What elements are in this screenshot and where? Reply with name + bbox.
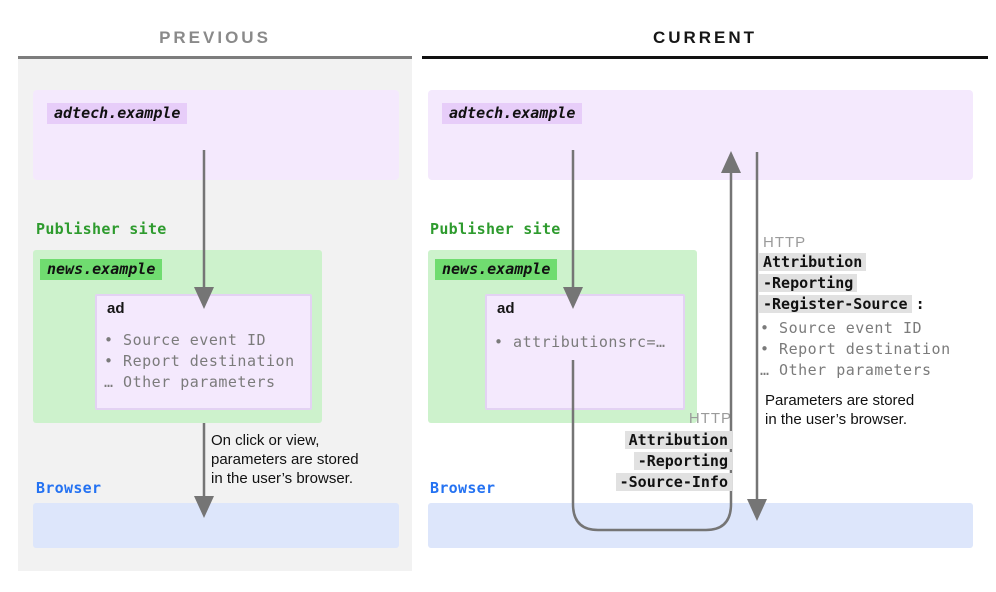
response-param-2: • Report destination <box>760 340 951 358</box>
current-ad-title: ad <box>497 300 515 317</box>
current-browser-label: Browser <box>430 479 496 497</box>
response-parameters: • Source event ID • Report destination …… <box>760 318 951 381</box>
response-header-chips: Attribution -Reporting -Register-Source … <box>759 252 925 315</box>
response-chip-reporting: -Reporting <box>759 274 858 292</box>
previous-storage-caption: On click or view, parameters are stored … <box>211 431 359 488</box>
response-header-colon: : <box>915 295 925 313</box>
current-title: CURRENT <box>652 28 758 47</box>
previous-caption-line-3: in the user’s browser. <box>211 470 354 487</box>
previous-browser-label: Browser <box>36 479 102 497</box>
previous-ad-parameters: • Source event ID • Report destination …… <box>104 330 295 393</box>
response-chip-register-source: -Register-Source <box>759 295 912 313</box>
request-header-chips: Attribution -Reporting -Source-Info <box>500 430 732 493</box>
previous-adtech-label: adtech.example <box>47 103 188 124</box>
previous-caption-line-2: parameters are stored <box>211 451 359 468</box>
current-ad-parameters: • attributionsrc=… <box>494 332 666 353</box>
previous-ad-param-1: • Source event ID <box>104 331 267 349</box>
current-title-rule <box>422 56 988 59</box>
previous-ad-param-2: • Report destination <box>104 352 295 370</box>
response-chip-line-1: Attribution <box>759 252 925 273</box>
request-chip-line-3: -Source-Info <box>500 472 732 493</box>
request-chip-reporting: -Reporting <box>633 452 732 470</box>
current-caption-line-1: Parameters are stored <box>765 392 915 409</box>
current-news-label: news.example <box>435 259 558 280</box>
previous-publisher-site-label: Publisher site <box>36 220 167 238</box>
response-chip-attribution: Attribution <box>759 253 867 271</box>
current-publisher-site-label: Publisher site <box>430 220 561 238</box>
response-http-protocol: HTTP <box>763 234 807 251</box>
current-browser-box <box>428 503 973 548</box>
previous-title-rule <box>18 56 412 59</box>
previous-browser-box <box>33 503 399 548</box>
request-chip-source-info: -Source-Info <box>615 473 732 491</box>
response-chip-line-3: -Register-Source : <box>759 294 925 315</box>
previous-news-label: news.example <box>40 259 163 280</box>
previous-ad-title: ad <box>107 300 125 317</box>
previous-caption-line-1: On click or view, <box>211 432 320 449</box>
previous-ad-param-3: … Other parameters <box>104 373 276 391</box>
current-storage-caption: Parameters are stored in the user’s brow… <box>765 391 914 429</box>
response-param-1: • Source event ID <box>760 319 923 337</box>
request-chip-line-2: -Reporting <box>500 451 732 472</box>
current-ad-param-1: • attributionsrc=… <box>494 333 666 351</box>
previous-ad-box <box>95 294 312 410</box>
response-chip-line-2: -Reporting <box>759 273 925 294</box>
current-caption-line-2: in the user’s browser. <box>765 411 908 428</box>
request-http-protocol: HTTP <box>688 410 732 427</box>
current-adtech-label: adtech.example <box>442 103 583 124</box>
request-chip-line-1: Attribution <box>500 430 732 451</box>
previous-title: PREVIOUS <box>159 28 271 47</box>
response-param-3: … Other parameters <box>760 361 932 379</box>
request-chip-attribution: Attribution <box>624 431 732 449</box>
